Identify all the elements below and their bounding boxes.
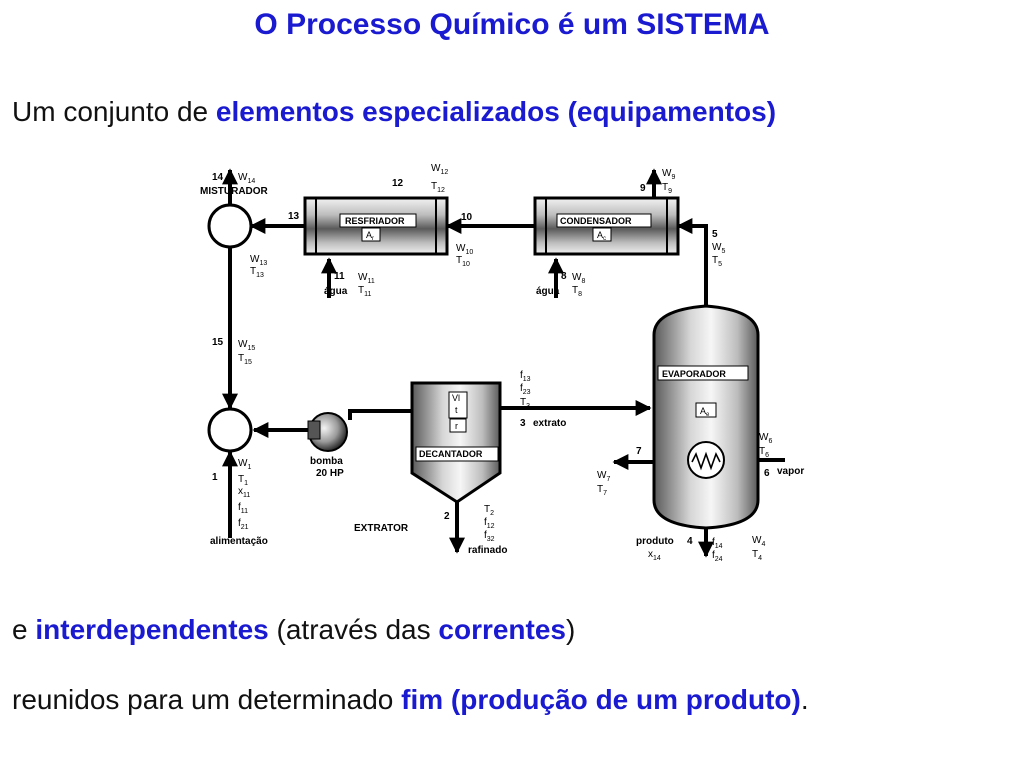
w14-label: W14 [238, 172, 255, 185]
resfriador-unit [303, 196, 449, 256]
stream-7-label: 7 [636, 446, 642, 457]
w8-label: W8 [572, 272, 585, 285]
w10-label: W10 [456, 243, 473, 256]
decantador-unit [410, 381, 502, 504]
t3-label: T3 [520, 397, 530, 410]
w9-label: W9 [662, 168, 675, 181]
bomba-pump [307, 412, 348, 452]
t7-label: T7 [597, 484, 607, 497]
evaporador-unit [652, 304, 760, 530]
stream-3-label: 3 [520, 418, 526, 429]
f21-label: f21 [238, 518, 249, 531]
f32-label: f32 [484, 530, 495, 543]
decantador-vol-2: t [455, 405, 458, 415]
rafinado-label: rafinado [468, 545, 507, 556]
stream-1-label: 1 [212, 472, 218, 483]
w6-label: W6 [759, 432, 772, 445]
f14-label: f14 [712, 537, 723, 550]
f11-label: f11 [238, 502, 248, 515]
w4-label: W4 [752, 535, 765, 548]
line2-prefix: e [12, 614, 36, 645]
produto-label: produto [636, 536, 674, 547]
decantador-vol-1: Vl [452, 393, 460, 403]
stream-10-label: 10 [461, 212, 473, 223]
bomba-label: bomba [310, 456, 343, 467]
t11-label: T11 [358, 285, 371, 298]
t6-label: T6 [759, 446, 769, 459]
decantador-vol-3: r [455, 421, 458, 431]
f12-label: f12 [484, 517, 495, 530]
t13-label: T13 [250, 266, 264, 279]
misturador-top-vessel [207, 203, 253, 249]
stream-14-label: 14 [212, 172, 224, 183]
w15-label: W15 [238, 339, 255, 352]
text-line-2: e interdependentes (através das corrente… [12, 614, 575, 646]
f13-label: f13 [520, 370, 531, 383]
agua-label-8: água [536, 286, 560, 297]
condensador-area-label: Ac [597, 230, 606, 242]
condensador-label: CONDENSADOR [560, 216, 632, 226]
t5-label: T5 [712, 255, 722, 268]
misturador-bottom-vessel [207, 407, 253, 453]
x11-label: x11 [238, 486, 250, 499]
t8-label: T8 [572, 285, 582, 298]
evaporador-area-label: Ae [700, 406, 710, 418]
t2-label: T2 [484, 504, 494, 517]
line2-suffix: ) [566, 614, 576, 645]
page-title: O Processo Químico é um SISTEMA [254, 8, 770, 41]
bomba-power-label: 20 HP [316, 468, 344, 479]
alimentacao-label: alimentação [210, 536, 268, 547]
w13-label: W13 [250, 254, 267, 267]
process-flow-diagram: 14 W14 MISTURADOR 13 W13 T13 12 W12 T12 … [200, 163, 804, 563]
x14-label: x14 [648, 549, 661, 562]
line3-highlight: fim (produção de um produto) [401, 684, 801, 715]
w1-label: W1 [238, 458, 251, 471]
stream-8-label: 8 [561, 271, 567, 282]
evaporador-label: EVAPORADOR [662, 369, 726, 379]
w5-label: W5 [712, 242, 725, 255]
line2-middle: (através das [268, 614, 439, 645]
line1-prefix: Um conjunto de [12, 96, 216, 127]
t10-label: T10 [456, 255, 470, 268]
vapor-label: vapor [777, 466, 804, 477]
misturador-label: MISTURADOR [200, 186, 269, 197]
stream-2-label: 2 [444, 511, 450, 522]
stream-4-label: 4 [687, 536, 693, 547]
resfriador-label: RESFRIADOR [345, 216, 405, 226]
text-line-3: reunidos para um determinado fim (produç… [12, 684, 809, 716]
f24-label: f24 [712, 550, 723, 563]
agua-label-11: água [324, 286, 348, 297]
extrato-label: extrato [533, 418, 566, 429]
t12-label: T12 [431, 181, 445, 194]
stream-5-label: 5 [712, 229, 718, 240]
extrator-label: EXTRATOR [354, 523, 409, 534]
f23-label: f23 [520, 383, 531, 396]
line2-highlight-2: correntes [438, 614, 567, 645]
w12-label: W12 [431, 163, 448, 176]
t4-label: T4 [752, 549, 762, 562]
stream-lines [222, 168, 785, 558]
w7-label: W7 [597, 470, 610, 483]
stream-12-label: 12 [392, 178, 404, 189]
stream-9-label: 9 [640, 183, 646, 194]
stream-11-label: 11 [334, 271, 345, 282]
stream-6-label: 6 [764, 468, 770, 479]
condensador-unit [533, 196, 680, 256]
line3-prefix: reunidos para um determinado [12, 684, 402, 715]
line2-highlight-1: interdependentes [35, 614, 269, 645]
line3-suffix: . [800, 684, 809, 715]
stream-13-label: 13 [288, 211, 300, 222]
t15-label: T15 [238, 353, 252, 366]
decantador-label: DECANTADOR [419, 449, 483, 459]
resfriador-area-label: Ar [366, 230, 374, 242]
line1-highlight: elementos especializados (equipamentos) [215, 96, 777, 127]
w11-label: W11 [358, 272, 375, 285]
text-line-1: Um conjunto de elementos especializados … [12, 96, 776, 128]
stream-15-label: 15 [212, 337, 224, 348]
t9-label: T9 [662, 182, 672, 195]
t1-label: T1 [238, 474, 248, 487]
